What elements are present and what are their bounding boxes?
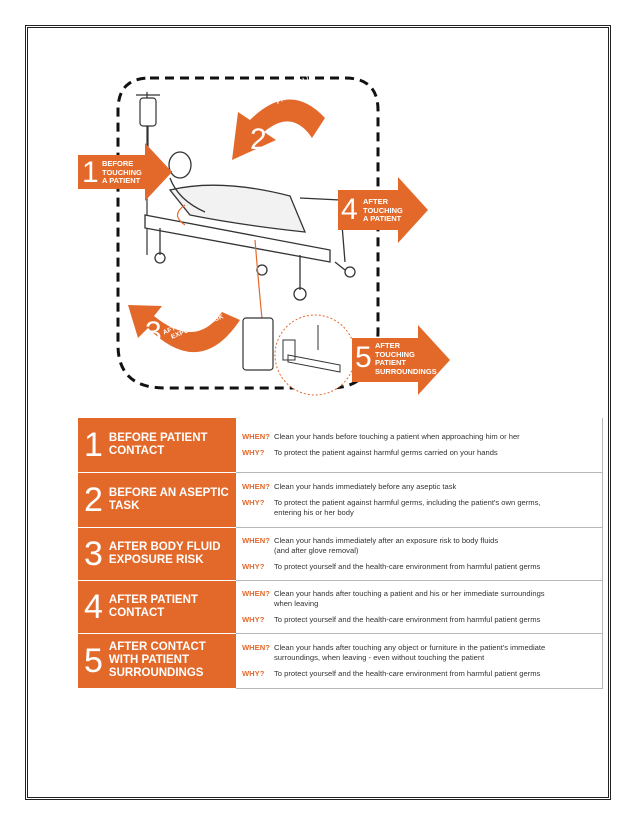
moment-4-details: WHEN? Clean your hands after touching a p…	[236, 580, 603, 634]
table-row: 1 BEFORE PATIENT CONTACT WHEN? Clean your…	[78, 418, 603, 473]
row-number: 1	[84, 425, 103, 464]
moment-4-header: 4 AFTER PATIENT CONTACT	[78, 580, 236, 634]
moment-4-label: AFTER TOUCHING A PATIENT	[363, 197, 403, 223]
why-label: WHY?	[242, 497, 265, 507]
moment-3-header: 3 AFTER BODY FLUID EXPOSURE RISK	[78, 527, 236, 581]
row-number: 2	[84, 480, 103, 519]
moment-5-label: AFTER TOUCHING PATIENT SURROUNDINGS	[375, 341, 437, 376]
patient-zone-boundary	[116, 76, 380, 390]
why-text: To protect the patient against harmful g…	[274, 497, 541, 517]
five-moments-illustration	[78, 76, 450, 396]
hospital-bed-icon	[144, 151, 356, 301]
when-label: WHEN?	[242, 588, 270, 598]
moment-2-arrow	[232, 99, 325, 160]
row-title: AFTER CONTACT WITH PATIENT SURROUNDINGS	[108, 641, 206, 679]
table-row: 3 AFTER BODY FLUID EXPOSURE RISK WHEN? Cl…	[78, 527, 603, 581]
when-text: Clean your hands after touching any obje…	[274, 642, 546, 662]
table-row: 2 BEFORE AN ASEPTIC TASK WHEN? Clean your…	[78, 472, 603, 528]
moment-1-header: 1 BEFORE PATIENT CONTACT	[78, 418, 236, 473]
drainage-bag-icon	[176, 204, 263, 319]
five-moments-table: 1 BEFORE PATIENT CONTACT WHEN? Clean your…	[78, 418, 603, 689]
row-number: 5	[84, 641, 103, 680]
moment-1-details: WHEN? Clean your hands before touching a …	[236, 418, 603, 473]
moment-1-label: BEFORE TOUCHING A PATIENT	[102, 159, 142, 185]
why-label: WHY?	[242, 668, 265, 678]
page-border	[25, 25, 611, 800]
moment-5-details: WHEN? Clean your hands after touching any…	[236, 633, 603, 689]
when-label: WHEN?	[242, 642, 270, 652]
when-text: Clean your hands immediately after an ex…	[274, 535, 499, 555]
when-label: WHEN?	[242, 431, 270, 441]
why-text: To protect yourself and the health-care …	[274, 668, 541, 678]
row-number: 3	[84, 534, 103, 573]
why-text: To protect the patient against harmful g…	[274, 447, 498, 457]
when-label: WHEN?	[242, 535, 270, 545]
moment-4-number: 4	[341, 193, 358, 226]
moment-5-header: 5 AFTER CONTACT WITH PATIENT SURROUNDING…	[78, 633, 236, 689]
why-label: WHY?	[242, 614, 265, 624]
table-row: 4 AFTER PATIENT CONTACT WHEN? Clean your …	[78, 580, 603, 634]
why-text: To protect yourself and the health-care …	[274, 614, 541, 624]
moment-4-arrow	[338, 177, 428, 243]
row-title: BEFORE PATIENT CONTACT	[108, 431, 208, 457]
moment-2-header: 2 BEFORE AN ASEPTIC TASK	[78, 472, 236, 528]
row-number: 4	[84, 587, 103, 626]
why-label: WHY?	[242, 561, 265, 571]
moment-1-number: 1	[82, 156, 99, 189]
moment-2-number: 2	[250, 123, 267, 156]
moment-2-details: WHEN? Clean your hands immediately before…	[236, 472, 603, 528]
row-title: AFTER BODY FLUID EXPOSURE RISK	[108, 540, 221, 566]
moment-3-details: WHEN? Clean your hands immediately after …	[236, 527, 603, 581]
when-text: Clean your hands before touching a patie…	[274, 431, 520, 441]
when-text: Clean your hands immediately before any …	[274, 481, 457, 491]
moment-3-number: 3	[145, 316, 162, 349]
when-label: WHEN?	[242, 481, 270, 491]
moment-5-arrow	[352, 325, 450, 395]
when-text: Clean your hands after touching a patien…	[274, 588, 545, 608]
patient-surroundings-icon	[274, 314, 356, 396]
why-text: To protect yourself and the health-care …	[274, 561, 541, 571]
row-title: AFTER PATIENT CONTACT	[108, 593, 198, 619]
moment-3-arrow	[128, 305, 240, 353]
table-row: 5 AFTER CONTACT WITH PATIENT SURROUNDING…	[78, 633, 603, 689]
row-title: BEFORE AN ASEPTIC TASK	[108, 486, 229, 512]
moment-5-number: 5	[355, 341, 372, 374]
why-label: WHY?	[242, 447, 265, 457]
moment-1-arrow	[78, 143, 172, 201]
